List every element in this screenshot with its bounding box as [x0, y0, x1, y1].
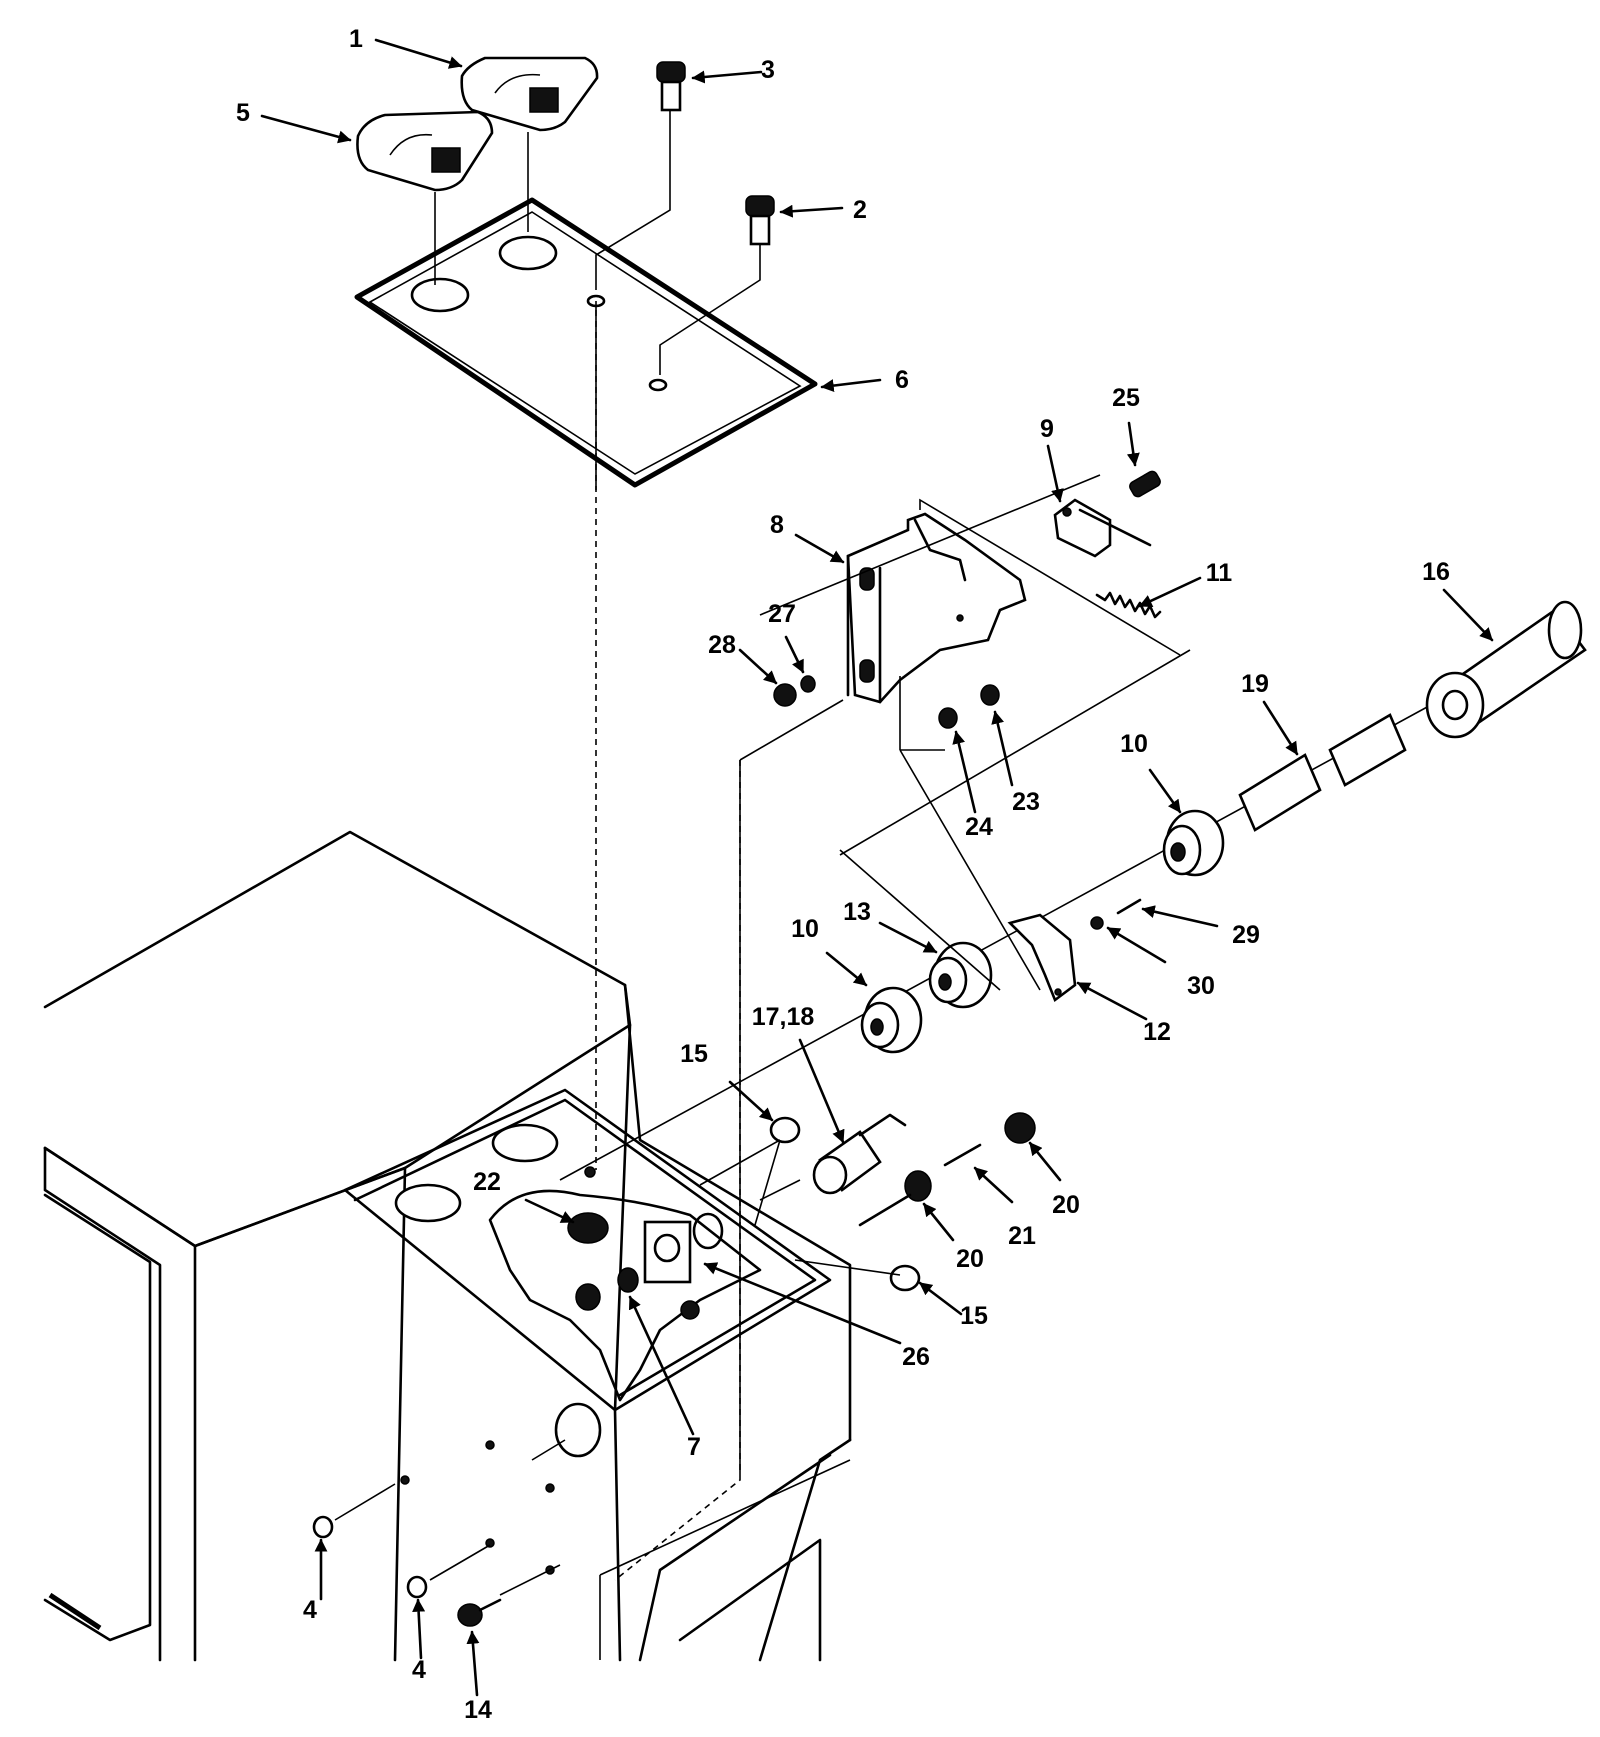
callout-labels: 1 2 3 4 4 5 6 7 8 9 10 10 11 12 13 14 15…: [236, 25, 1450, 1724]
callout-14: 14: [464, 1696, 492, 1724]
lamp-20-left: [858, 1170, 932, 1227]
bolt-14: [457, 1598, 502, 1627]
callout-30: 30: [1187, 972, 1215, 1000]
bearing-13: [928, 941, 993, 1009]
indicator-3: [595, 61, 686, 290]
fuse-21: [943, 1143, 982, 1167]
callout-23: 23: [1012, 788, 1040, 816]
callout-21: 21: [1008, 1222, 1036, 1250]
sleeve-19: [1238, 753, 1322, 832]
switch-9: [1053, 498, 1152, 558]
cover-plate-6: [354, 197, 818, 1170]
bolt-25: [1129, 470, 1161, 498]
callout-1: 1: [349, 25, 363, 53]
cap-15-top: [769, 1116, 801, 1144]
callout-5: 5: [236, 99, 250, 127]
callout-19: 19: [1241, 670, 1269, 698]
callout-29: 29: [1232, 921, 1260, 949]
callout-15-bottom: 15: [960, 1302, 988, 1330]
callout-15-top: 15: [680, 1040, 708, 1068]
callout-2: 2: [853, 196, 867, 224]
grommet-22: [567, 1212, 609, 1244]
cam-12: [1007, 913, 1077, 1003]
callout-20-left: 20: [956, 1245, 984, 1273]
cap-15-bottom: [889, 1264, 921, 1292]
callout-12: 12: [1143, 1018, 1171, 1046]
key-switch-17-18: [812, 1113, 907, 1195]
cap-4-lower: [406, 1575, 428, 1599]
nut-23: [980, 684, 1000, 706]
callout-9: 9: [1040, 415, 1054, 443]
screw-29: [1116, 898, 1142, 915]
callout-27: 27: [768, 600, 796, 628]
knob-5: [356, 110, 494, 285]
callout-20-right: 20: [1052, 1191, 1080, 1219]
nut-28: [773, 683, 797, 707]
callout-26: 26: [902, 1343, 930, 1371]
callout-3: 3: [761, 56, 775, 84]
nut-7: [617, 1267, 639, 1293]
cap-4-upper: [312, 1515, 334, 1539]
callout-25: 25: [1112, 384, 1140, 412]
shaft-assembly: [559, 600, 1587, 1181]
callout-4-lower: 4: [412, 1656, 426, 1684]
spring-11: [1095, 591, 1162, 619]
bearing-10-left: [860, 986, 923, 1054]
callout-16: 16: [1422, 558, 1450, 586]
callout-8: 8: [770, 511, 784, 539]
callout-22: 22: [473, 1168, 501, 1196]
washer-24: [938, 707, 958, 729]
callout-10-right: 10: [1120, 730, 1148, 758]
callout-24: 24: [965, 813, 993, 841]
callout-13: 13: [843, 898, 871, 926]
callout-4-upper: 4: [303, 1596, 317, 1624]
washer-30: [1090, 916, 1104, 930]
washer-27: [800, 675, 816, 693]
grip-16: [1425, 600, 1587, 739]
bracket-8: [759, 474, 1181, 751]
callout-arrows: [260, 38, 1494, 1697]
lamp-20-right: [1004, 1112, 1036, 1144]
callout-17-18: 17,18: [752, 1003, 815, 1031]
callout-7: 7: [687, 1433, 701, 1461]
indicator-2: [659, 195, 775, 375]
callout-10-left: 10: [791, 915, 819, 943]
callout-6: 6: [895, 366, 909, 394]
knob-1: [460, 56, 599, 232]
machine-body: [43, 830, 852, 1662]
bearing-10-right: [1162, 809, 1225, 877]
callout-28: 28: [708, 631, 736, 659]
callout-11: 11: [1206, 559, 1233, 587]
